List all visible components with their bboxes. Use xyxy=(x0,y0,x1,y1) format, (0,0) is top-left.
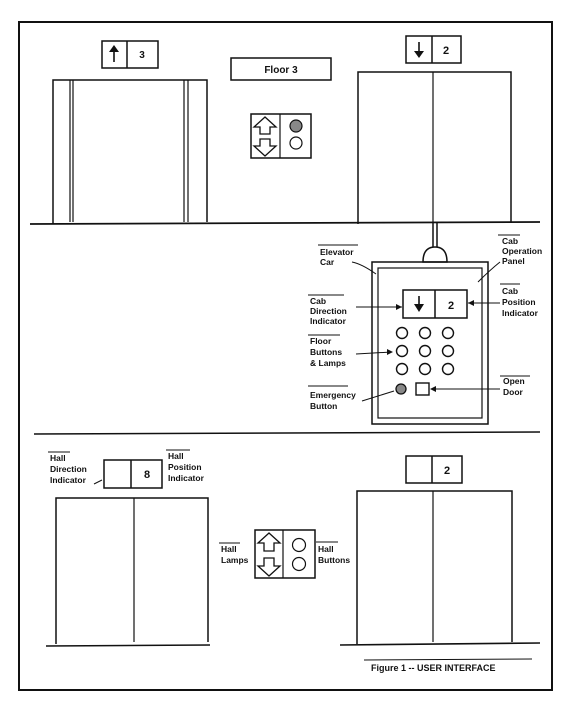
svg-text:Hall Position Indi: Hall Position Indicator xyxy=(168,451,205,483)
elevator-car: 2 xyxy=(371,222,489,425)
label-hall-buttons: Hall Buttons xyxy=(316,541,350,565)
svg-text:Floor Buttons & La: Floor Buttons & Lamps xyxy=(310,336,346,368)
lower-right-position-indicator: 2 xyxy=(405,455,463,484)
label-elevator-car: Elevator Car xyxy=(318,244,377,275)
label-hall-lamps: Hall Lamps xyxy=(219,542,249,565)
lower-right-floor-number: 2 xyxy=(444,465,450,477)
label-floor-buttons: Floor Buttons & Lamps xyxy=(308,334,393,368)
upper-left-elevator-doors xyxy=(52,79,208,224)
hall-down-lamp-icon xyxy=(256,557,282,577)
emergency-button[interactable] xyxy=(395,383,407,395)
label-open-door: Open Door xyxy=(430,375,530,397)
floor-buttons-grid[interactable] xyxy=(395,326,455,376)
hall-up-lamp-icon xyxy=(256,532,282,552)
label-hall-direction-indicator: Hall Direction Indicator xyxy=(48,451,103,485)
floor-sign: Floor 3 xyxy=(230,57,332,81)
svg-text:Emergency Button: Emergency Button xyxy=(310,390,358,411)
lower-left-position-indicator: 8 xyxy=(103,459,163,489)
open-door-button[interactable] xyxy=(415,382,430,396)
cab-down-arrow-icon xyxy=(414,296,424,312)
svg-text:Elevator Car: Elevator Car xyxy=(320,247,356,267)
floor-sign-text: Floor 3 xyxy=(264,65,298,76)
lower-hall-lamps-panel xyxy=(254,529,316,579)
lower-left-floor-number: 8 xyxy=(144,469,150,481)
figure-caption: Figure 1 -- USER INTERFACE xyxy=(371,663,496,673)
upper-hall-lamps-panel xyxy=(250,113,312,159)
svg-text:Open Door: Open Door xyxy=(503,376,527,397)
label-cab-position-indicator: Cab Position Indicator xyxy=(468,283,539,318)
label-cab-direction-indicator: Cab Direction Indicator xyxy=(308,294,402,326)
upper-left-position-indicator: 3 xyxy=(101,40,159,69)
lower-left-elevator-doors xyxy=(55,497,209,644)
lower-right-elevator-doors xyxy=(356,490,513,644)
floor-button[interactable] xyxy=(418,344,432,358)
label-cab-operation-panel: Cab Operation Panel xyxy=(477,234,545,283)
hall-down-button[interactable] xyxy=(291,556,307,572)
label-hall-position-indicator: Hall Position Indicator xyxy=(166,449,205,483)
up-arrow-icon xyxy=(109,45,119,62)
caption-rule xyxy=(363,658,533,661)
floor-button[interactable] xyxy=(441,344,455,358)
lower-right-floor-line xyxy=(339,642,541,646)
section-divider xyxy=(33,431,541,435)
upper-right-floor-number: 2 xyxy=(443,45,449,57)
floor-button[interactable] xyxy=(418,362,432,376)
hall-down-button[interactable] xyxy=(289,136,303,150)
upper-floor-line xyxy=(29,221,541,225)
hall-up-lamp-icon xyxy=(252,116,278,135)
cab-operation-panel xyxy=(377,267,483,419)
down-arrow-icon xyxy=(414,42,424,58)
floor-button[interactable] xyxy=(395,326,409,340)
hall-up-button-lit[interactable] xyxy=(289,119,303,133)
hall-down-lamp-icon xyxy=(252,138,278,157)
svg-text:Hall Direction Ind: Hall Direction Indicator xyxy=(50,453,89,485)
floor-button[interactable] xyxy=(395,344,409,358)
svg-text:Cab Direction Indi: Cab Direction Indicator xyxy=(310,296,349,326)
upper-right-position-indicator: 2 xyxy=(405,35,462,64)
lower-left-floor-line xyxy=(45,644,211,647)
svg-text:Hall Lamps: Hall Lamps xyxy=(221,544,249,565)
svg-text:Hall Buttons: Hall Buttons xyxy=(318,544,350,565)
floor-button[interactable] xyxy=(441,362,455,376)
floor-button[interactable] xyxy=(418,326,432,340)
floor-button[interactable] xyxy=(395,362,409,376)
floor-button[interactable] xyxy=(441,326,455,340)
figure-frame xyxy=(18,21,553,691)
label-emergency-button: Emergency Button xyxy=(308,385,395,411)
upper-left-floor-number: 3 xyxy=(139,50,145,61)
svg-text:Cab Position Indic: Cab Position Indicator xyxy=(502,286,539,318)
cab-floor-number: 2 xyxy=(448,300,454,312)
svg-text:Cab Operation Pane: Cab Operation Panel xyxy=(502,236,545,266)
upper-right-elevator-doors xyxy=(357,71,512,224)
hall-up-button[interactable] xyxy=(291,537,307,553)
